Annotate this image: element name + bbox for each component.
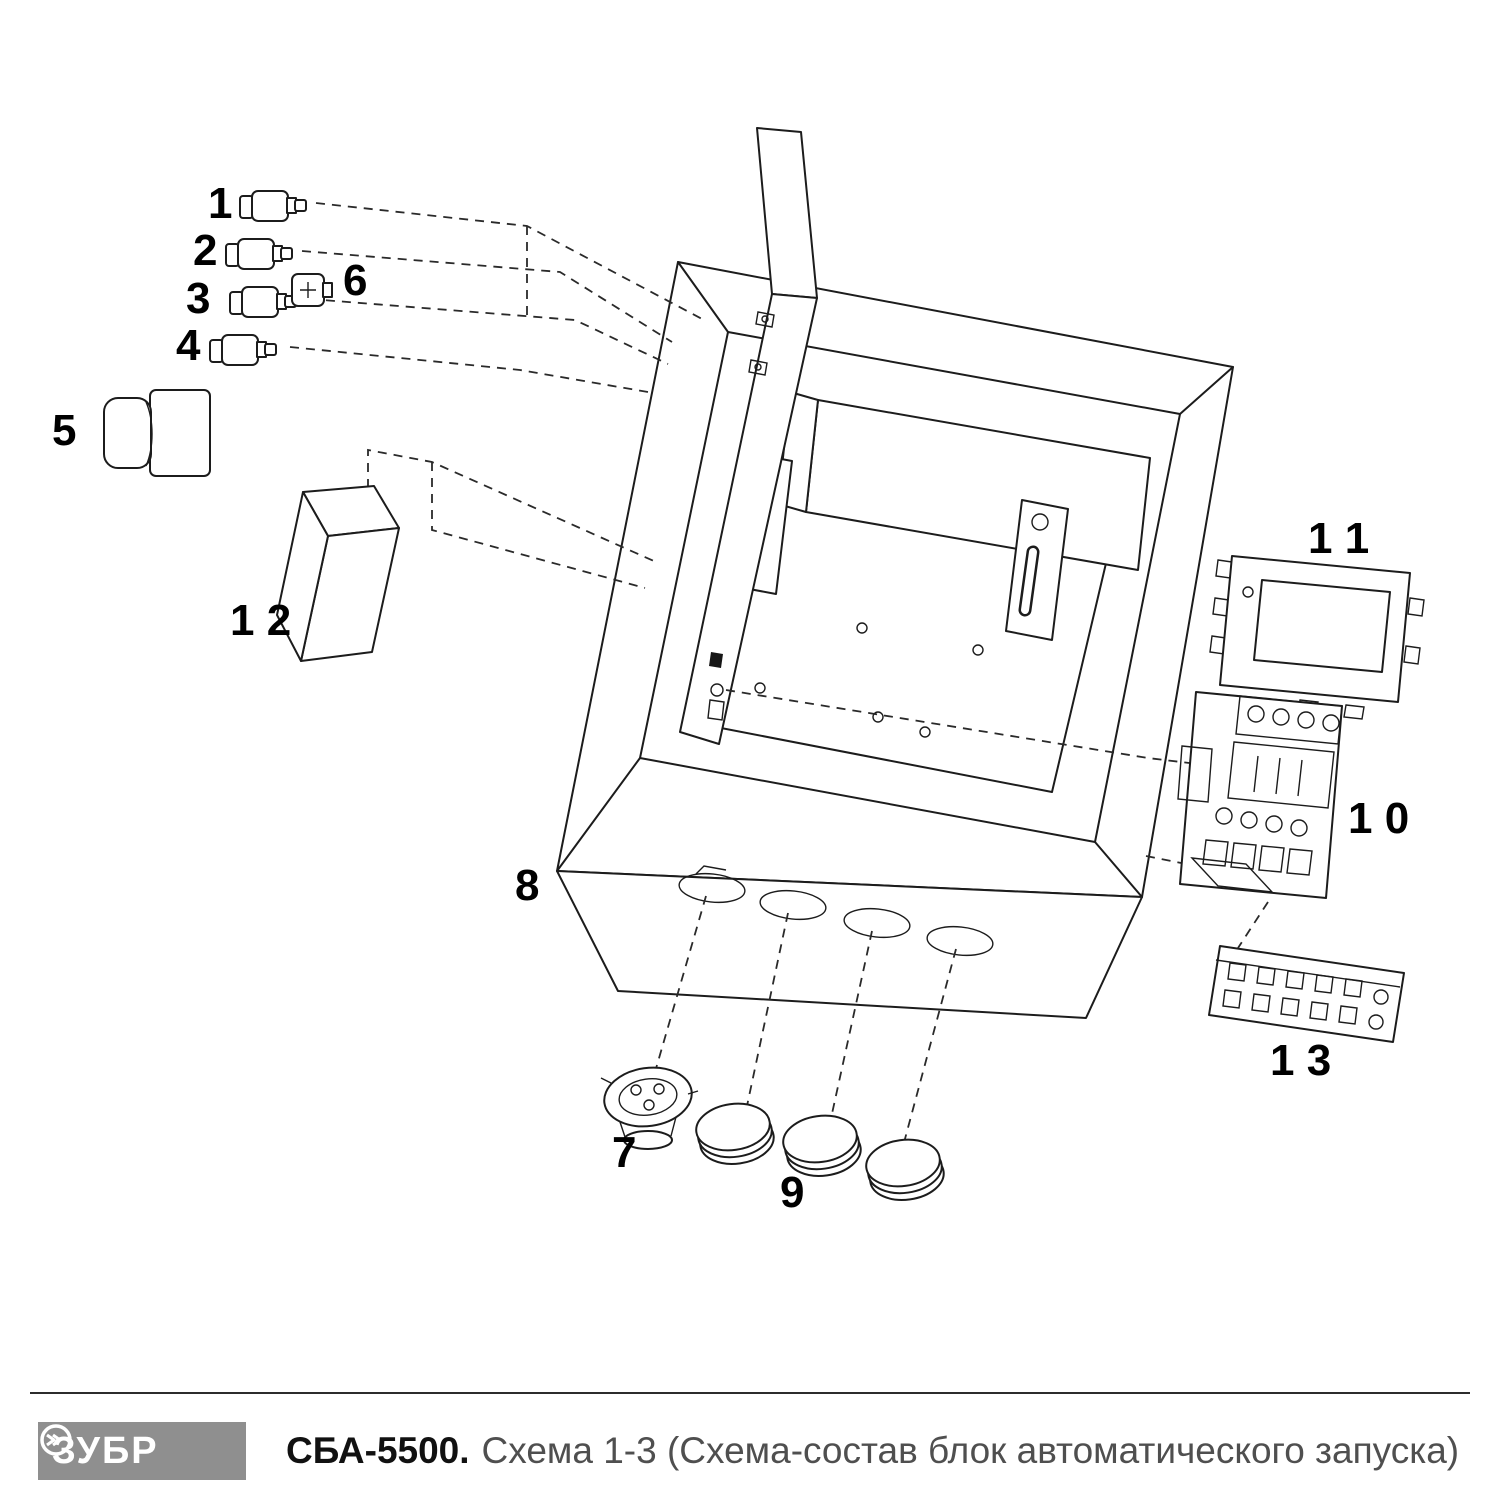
part-label-8: 8 (515, 861, 539, 910)
module-screen (1253, 579, 1391, 673)
footer-divider (30, 1392, 1470, 1394)
part-label-7: 7 (612, 1128, 636, 1177)
part-label-5: 5 (52, 406, 76, 455)
caption-text: Схема 1-3 (Схема-состав блок автоматичес… (481, 1430, 1460, 1471)
part-10-contactor (1177, 691, 1343, 899)
mounting-bracket-right (1005, 499, 1069, 641)
part-label-11: 1 1 (1308, 514, 1369, 563)
zubr-logo-icon (40, 1424, 72, 1456)
part-label-4: 4 (176, 321, 201, 370)
part-label-9: 9 (780, 1168, 804, 1217)
part-label-12: 1 2 (230, 596, 291, 645)
part-label-13: 1 3 (1270, 1036, 1331, 1085)
model-number: СБА-5500. (286, 1430, 470, 1471)
part-12-box (276, 485, 400, 662)
part-2-fuse-holder (225, 238, 293, 270)
part-7-panel-connector (600, 1066, 699, 1150)
part-label-6: 6 (343, 256, 367, 305)
part-11-control-module (1209, 555, 1425, 720)
enclosure-apron (556, 865, 1143, 1019)
apron-hole-4 (926, 925, 994, 957)
part-3-fuse-holder (229, 286, 297, 318)
part-4-fuse-holder (209, 334, 277, 366)
footer: ЗУБР СБА-5500. Схема 1-3 (Схема-состав бл… (38, 1422, 1459, 1480)
apron-hole-3 (843, 907, 911, 939)
apron-hole-2 (759, 889, 827, 921)
part-9-blanking-caps (695, 1102, 945, 1201)
part-label-3: 3 (186, 274, 210, 323)
part-5-cable-gland (103, 389, 211, 477)
diagram-caption: СБА-5500. Схема 1-3 (Схема-состав блок ав… (286, 1422, 1459, 1480)
part-label-1: 1 (208, 179, 232, 228)
part-labels: 1 2 3 4 5 6 7 8 9 1 0 1 1 1 2 1 3 (52, 179, 1409, 1217)
part-label-2: 2 (193, 226, 217, 275)
part-label-10: 1 0 (1348, 794, 1409, 843)
part-1-fuse-holder (239, 190, 307, 222)
zubr-logo: ЗУБР (38, 1422, 246, 1480)
door-latch (709, 652, 723, 668)
part-13-terminal-block (1208, 945, 1405, 1043)
enclosure-body (556, 261, 1234, 898)
enclosure-door (679, 127, 818, 745)
panel-holes (754, 622, 984, 738)
part-6-plug (291, 273, 333, 307)
apron-hole-1 (678, 872, 746, 904)
